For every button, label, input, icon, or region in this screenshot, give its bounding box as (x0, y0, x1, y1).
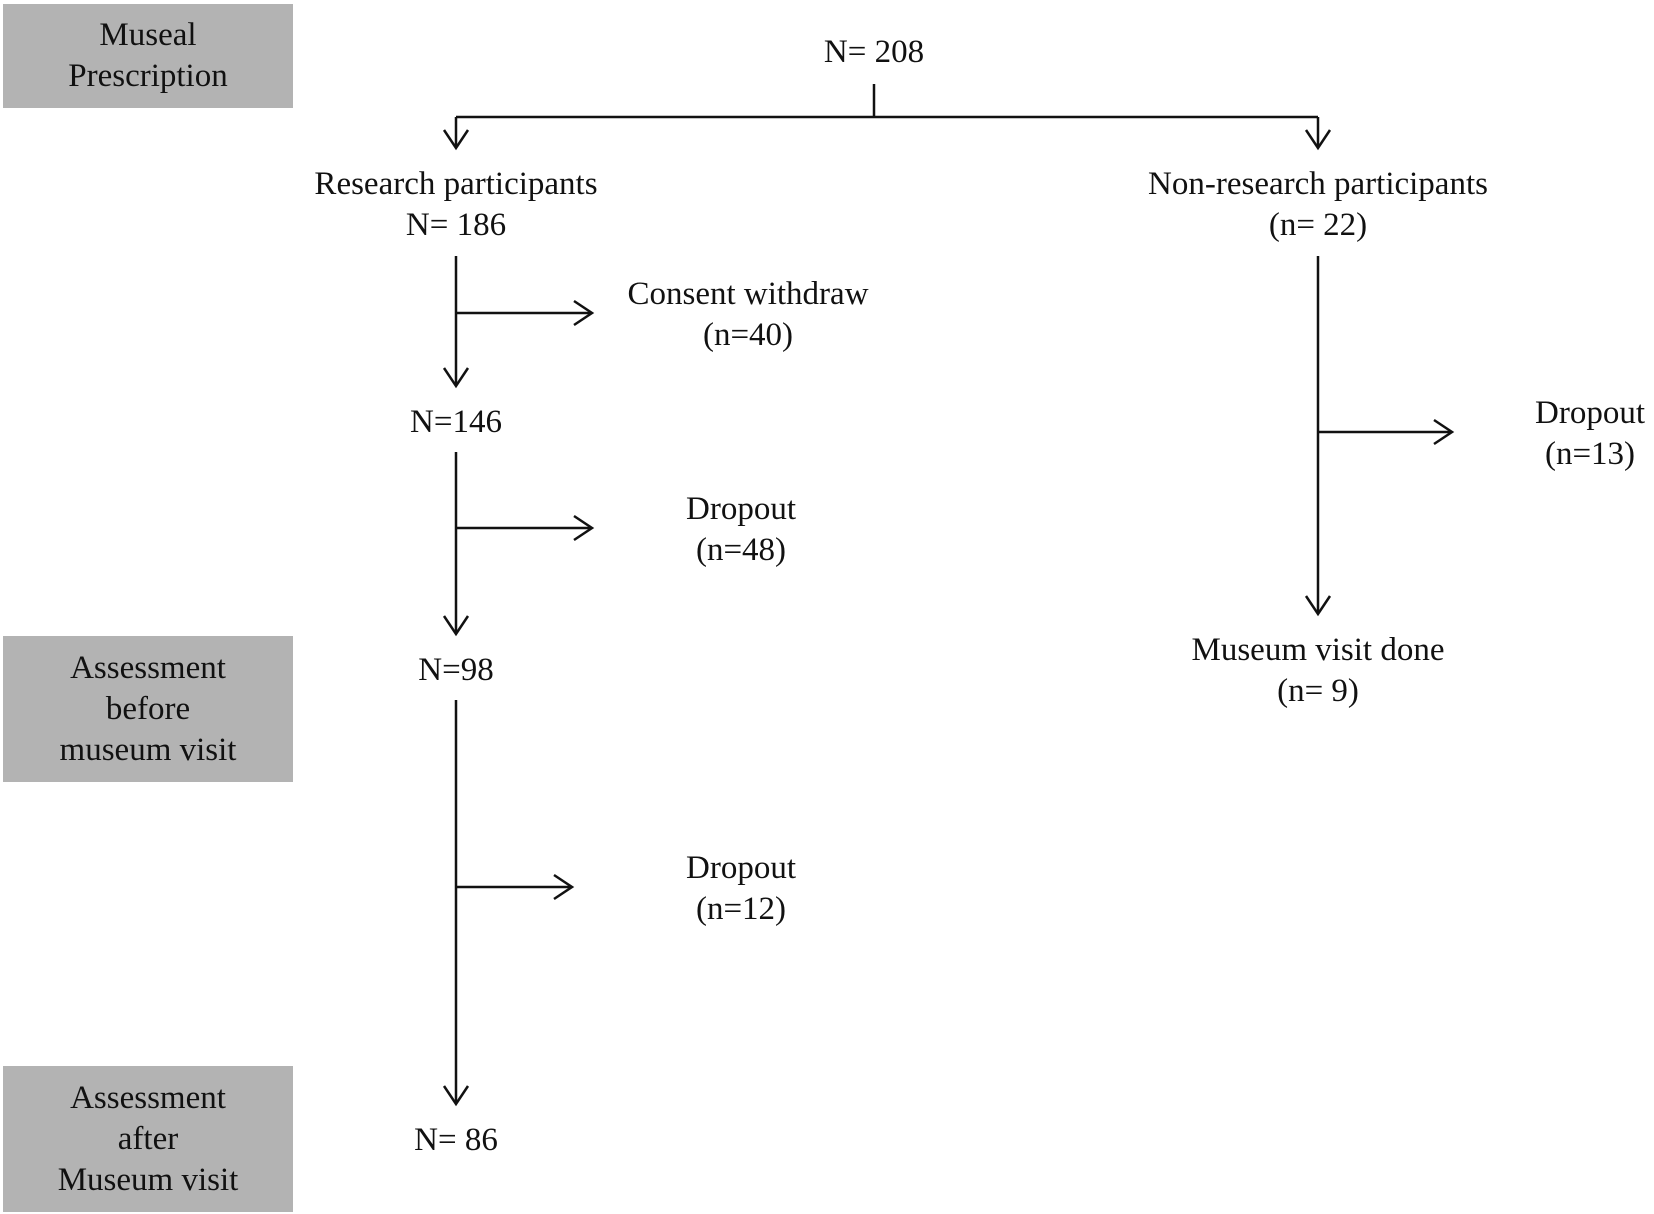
exclusion-count: (n=12) (695, 891, 787, 927)
arrow-head (1433, 418, 1455, 446)
exclusion-title: Dropout (686, 850, 796, 886)
node-after-consent: N=146 (410, 402, 502, 443)
node-count: (n= 9) (1277, 673, 1359, 709)
node-count: N=98 (418, 652, 494, 688)
arrow-head (442, 1085, 470, 1107)
node-count: N= 186 (405, 207, 507, 243)
phase-label-line: Assessment (70, 649, 226, 686)
node-count: N=146 (410, 404, 502, 440)
exclusion-count: (n=40) (702, 317, 794, 353)
exclusion-count: (n=13) (1544, 436, 1636, 472)
node-count: N= 86 (414, 1122, 498, 1158)
node-title: Research participants (314, 166, 598, 202)
phase-label-line: Assessment (70, 1079, 226, 1116)
exclusion-dropout-2: Dropout (n=12) (686, 848, 796, 930)
node-research-participants: Research participants N= 186 (314, 164, 597, 246)
node-title: Museum visit done (1191, 632, 1445, 668)
node-museum-visit-done: Museum visit done (n= 9) (1192, 630, 1445, 712)
arrow-head (1304, 595, 1332, 617)
node-count: (n= 22) (1268, 207, 1368, 243)
phase-label-line: Museum visit (57, 1161, 239, 1198)
phase-label-line: after (117, 1120, 179, 1157)
node-title: Non-research participants (1148, 166, 1488, 202)
arrow-head (573, 514, 595, 542)
arrow-head (442, 367, 470, 389)
exclusion-title: Consent withdraw (627, 276, 869, 312)
arrow-head (553, 873, 575, 901)
exclusion-title: Dropout (686, 491, 796, 527)
node-non-research-participants: Non-research participants (n= 22) (1148, 164, 1488, 246)
node-before-visit: N=98 (418, 650, 493, 691)
phase-box-prescription: Museal Prescription (3, 4, 293, 108)
phase-label-line: Prescription (68, 58, 228, 94)
phase-label-line: before (105, 690, 191, 727)
exclusion-consent-withdraw: Consent withdraw (n=40) (627, 274, 868, 356)
exclusion-count: (n=48) (695, 532, 787, 568)
arrow-head (442, 129, 470, 151)
node-after-visit: N= 86 (414, 1120, 498, 1161)
arrow-head (442, 615, 470, 637)
node-total: N= 208 (824, 32, 924, 73)
exclusion-title: Dropout (1535, 395, 1645, 431)
arrow-head (1304, 129, 1332, 151)
phase-label-line: museum visit (59, 731, 237, 768)
node-total-label: N= 208 (823, 34, 925, 70)
phase-label-line: Museal (99, 17, 197, 53)
arrow-head (573, 299, 595, 327)
phase-box-after-visit: Assessment after Museum visit (3, 1066, 293, 1212)
exclusion-dropout-non-research: Dropout (n=13) (1535, 393, 1645, 475)
phase-box-before-visit: Assessment before museum visit (3, 636, 293, 782)
exclusion-dropout-1: Dropout (n=48) (686, 489, 796, 571)
